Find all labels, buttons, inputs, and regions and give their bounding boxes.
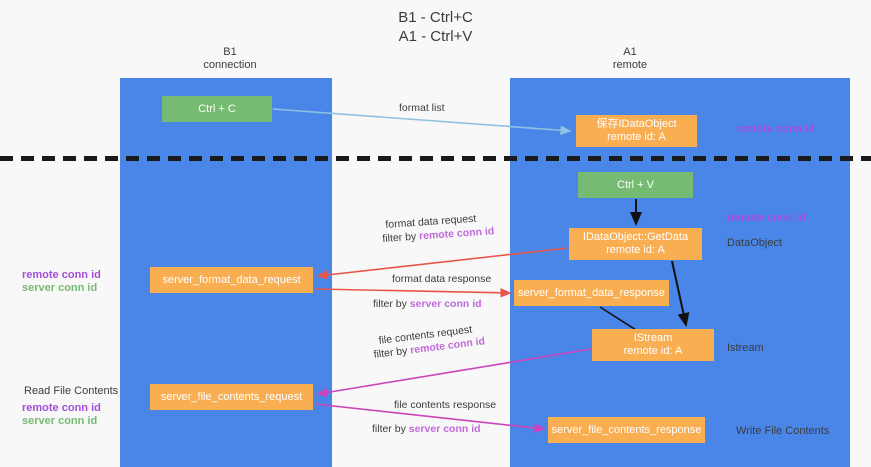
node-ctrl-v-label: Ctrl + V — [617, 178, 654, 191]
node-server-file-contents-request-label: server_file_contents_request — [160, 390, 303, 403]
filter-prefix: filter by — [373, 298, 410, 310]
annotation-remote-conn-id-top: remote conn id — [736, 123, 815, 135]
legend-remote-conn-id-mid: remote conn id — [22, 269, 101, 281]
node-server-format-data-request-label: server_format_data_request — [162, 273, 301, 286]
legend-remote-conn-id-bottom: remote conn id — [22, 402, 101, 414]
node-save-dataobject[interactable]: 保存IDataObject remote id: A — [576, 115, 697, 147]
lane-header-b1: B1 connection — [140, 46, 320, 72]
node-server-format-data-request[interactable]: server_format_data_request — [150, 267, 313, 293]
edge-label-file-contents-response: file contents response — [394, 399, 497, 411]
node-server-format-data-response[interactable]: server_format_data_response — [514, 280, 669, 306]
filter-key-server-conn-id: server conn id — [409, 298, 482, 310]
node-ctrl-c-label: Ctrl + C — [198, 102, 236, 115]
node-server-format-data-response-label: server_format_data_response — [518, 286, 665, 299]
edge-label-format-data-response-filter: filter by server conn id — [373, 298, 482, 311]
node-save-dataobject-line1: 保存IDataObject — [596, 118, 677, 130]
node-idataobject-getdata[interactable]: IDataObject::GetData remote id: A — [569, 228, 702, 260]
legend-server-conn-id-mid: server conn id — [22, 282, 98, 294]
node-ctrl-v[interactable]: Ctrl + V — [578, 172, 693, 198]
node-istream-line1: IStream — [633, 332, 673, 344]
lane-header-b1-role: connection — [203, 59, 257, 71]
filter-prefix: filter by — [372, 423, 409, 435]
annotation-istream: Istream — [727, 342, 764, 354]
annotation-read-file-contents: Read File Contents — [24, 385, 119, 397]
node-istream[interactable]: IStream remote id: A — [592, 329, 714, 361]
arrow-format-data-response — [314, 288, 512, 298]
node-server-file-contents-response[interactable]: server_file_contents_response — [548, 417, 705, 443]
edge-label-format-data-response: format data response — [392, 273, 492, 285]
edge-label-format-list: format list — [399, 102, 445, 114]
title-line-1: B1 - Ctrl+C — [398, 9, 473, 26]
page-title: B1 - Ctrl+C A1 - Ctrl+V — [0, 8, 871, 46]
lane-header-b1-name: B1 — [223, 46, 237, 58]
node-getdata-line2: remote id: A — [606, 244, 665, 256]
node-server-file-contents-request[interactable]: server_file_contents_request — [150, 384, 313, 410]
filter-prefix: filter by — [382, 230, 420, 245]
lane-header-a1-name: A1 — [623, 46, 637, 58]
phase-divider — [0, 156, 871, 161]
lane-header-a1-role: remote — [612, 59, 648, 71]
node-save-dataobject-line2: remote id: A — [607, 131, 666, 143]
legend-server-conn-id-bottom: server conn id — [22, 415, 98, 427]
node-getdata-line1: IDataObject::GetData — [582, 231, 689, 243]
lane-header-a1: A1 remote — [540, 46, 720, 72]
annotation-remote-conn-id-mid: remote conn id — [727, 212, 806, 224]
filter-key-server-conn-id: server conn id — [408, 423, 481, 435]
node-ctrl-c[interactable]: Ctrl + C — [162, 96, 272, 122]
node-istream-line2: remote id: A — [623, 345, 683, 357]
node-server-file-contents-response-label: server_file_contents_response — [551, 423, 702, 436]
edge-label-file-contents-response-filter: filter by server conn id — [372, 423, 481, 436]
title-line-2: A1 - Ctrl+V — [398, 28, 473, 45]
annotation-dataobject: DataObject — [727, 237, 783, 249]
annotation-write-file-contents: Write File Contents — [736, 425, 830, 437]
